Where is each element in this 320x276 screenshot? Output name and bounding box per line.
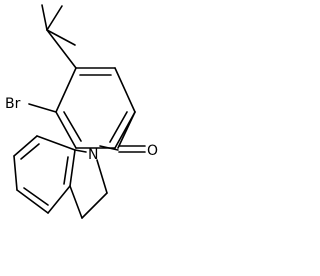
bond-tbu-methyl-left: [41, 4, 48, 31]
bond-ch2-aryl: [69, 185, 83, 219]
ring-bond-6: [55, 67, 77, 113]
bond-n-aryl: [74, 149, 87, 153]
molecule-structure: Br O N: [5, 4, 158, 219]
bond-ring-carbonyl: [117, 111, 136, 149]
indoline-benzene-ring: [13, 135, 76, 214]
tert-butyl-group: [41, 4, 77, 69]
indoline-ring-bond-2: [13, 135, 38, 157]
ring-bond-5-inner: [63, 111, 82, 142]
indoline-ring-bond-1: [36, 135, 76, 151]
bond-n-ch2: [96, 159, 108, 194]
indoline-pyrrolidine-ring: [69, 149, 108, 219]
bond-ch2-ch2: [81, 192, 108, 219]
ring-bond-3-inner: [109, 111, 128, 143]
indoline-ring-bond-6: [69, 149, 76, 187]
bromine-atom-label: Br: [5, 96, 21, 112]
bond-carbonyl-n: [99, 145, 119, 151]
bond-tbu-methyl-right: [46, 29, 76, 46]
ring-bond-5: [55, 111, 77, 149]
bond-tbu-ring: [46, 29, 77, 69]
indoline-ring-bond-4-inner: [23, 187, 49, 206]
indoline-ring-bond-5: [47, 185, 71, 214]
bond-c-br: [28, 103, 57, 113]
nitrogen-atom-label: N: [88, 147, 98, 163]
indoline-ring-bond-2-inner: [20, 143, 40, 160]
ring-bond-2: [114, 67, 136, 113]
carbonyl-group: [99, 111, 146, 153]
oxygen-atom-label: O: [147, 143, 158, 159]
bond-tbu-methyl-top: [46, 5, 63, 31]
indoline-ring-bond-4: [16, 189, 49, 214]
indoline-ring-bond-6-inner: [63, 156, 69, 185]
indoline-ring-bond-3: [13, 155, 18, 191]
